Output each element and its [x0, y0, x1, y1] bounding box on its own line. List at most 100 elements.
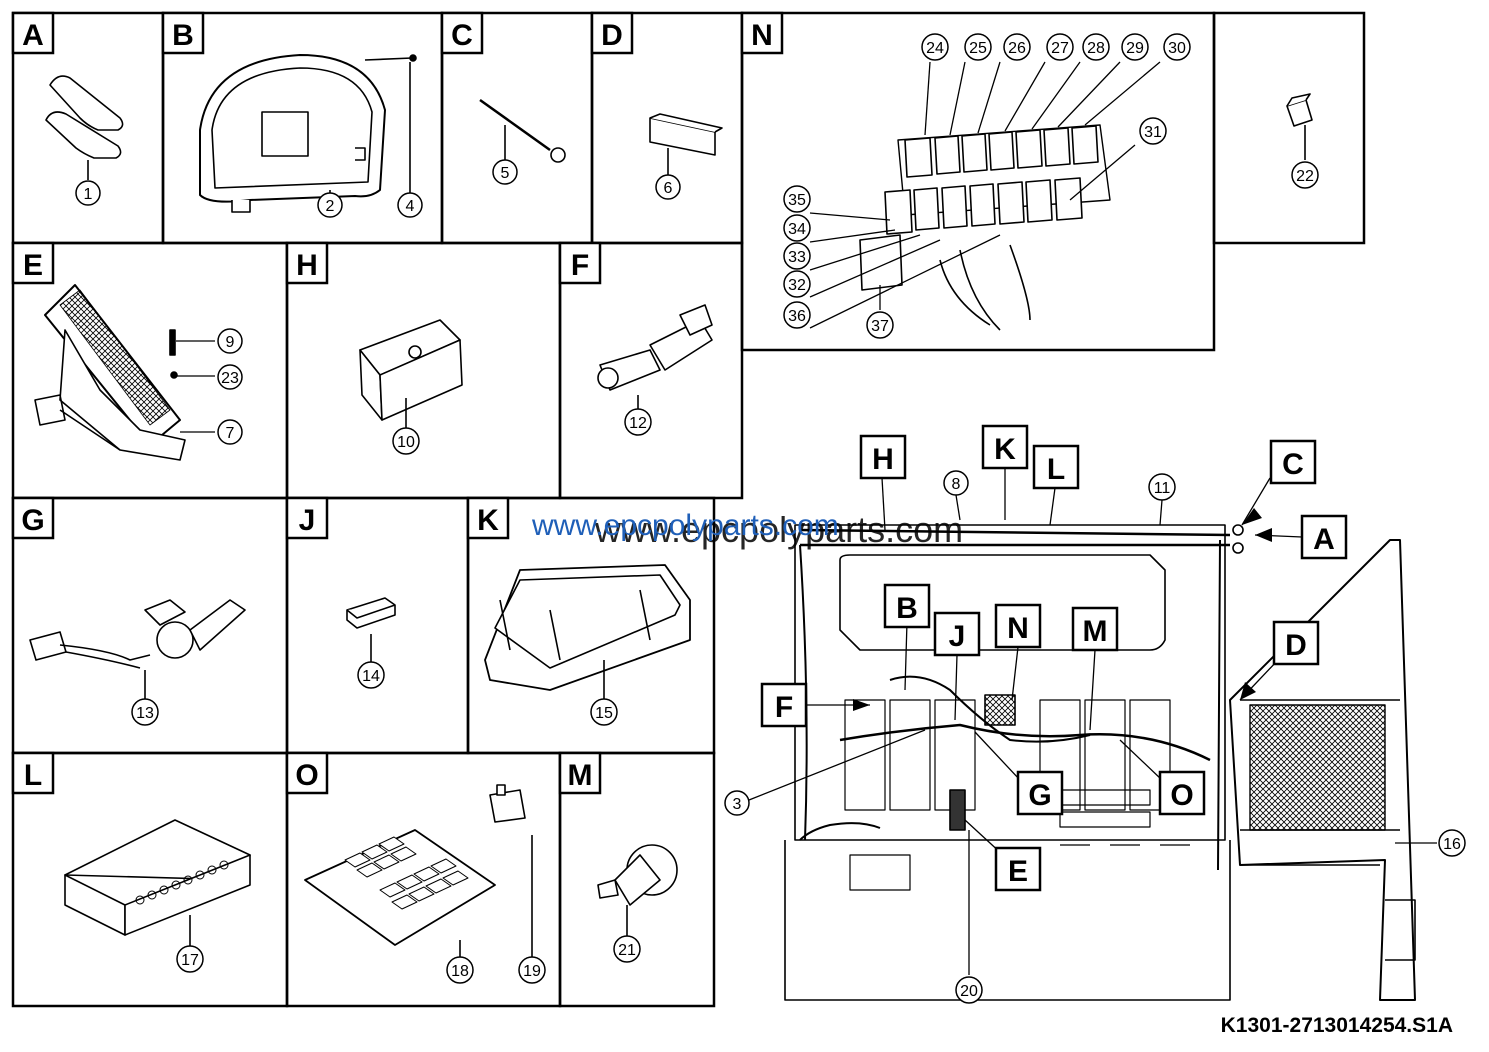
pressure-switch-drawing: [597, 844, 678, 936]
svg-text:12: 12: [629, 415, 647, 432]
callout-arrowheads: [853, 508, 1272, 711]
svg-text:35: 35: [788, 192, 806, 209]
cab-overview-drawing: [784, 524, 1416, 1001]
svg-text:31: 31: [1144, 124, 1162, 141]
callout-c: C: [1269, 439, 1317, 485]
switch-panel-drawing: [859, 124, 1111, 331]
svg-text:21: 21: [618, 942, 636, 959]
svg-text:D: D: [1285, 629, 1307, 662]
svg-text:C: C: [1282, 448, 1304, 481]
callout-m: M: [1071, 606, 1119, 652]
svg-text:N: N: [1007, 612, 1029, 645]
part-number-5: 5: [492, 159, 518, 185]
svg-text:www.epcpolyparts.com: www.epcpolyparts.com: [594, 509, 963, 550]
svg-text:O: O: [295, 759, 318, 792]
part-number-29: 29: [1121, 33, 1149, 61]
svg-text:L: L: [24, 759, 42, 792]
svg-text:2: 2: [326, 198, 335, 215]
svg-text:30: 30: [1168, 40, 1186, 57]
overview-callouts: H K L C A D B J N M F G O E: [760, 424, 1348, 892]
small-cube-drawing: [1286, 93, 1313, 160]
part-number-31: 31: [1139, 117, 1167, 145]
part-number-1: 1: [75, 180, 101, 206]
svg-text:18: 18: [451, 963, 469, 980]
svg-text:C: C: [451, 19, 473, 52]
svg-text:M: M: [568, 759, 593, 792]
panel-labels: A B C D N E H F G J K L O M: [11, 11, 784, 795]
part-number-34: 34: [783, 214, 811, 242]
callout-d: D: [1272, 620, 1320, 666]
panel-label-f: F: [558, 241, 602, 285]
lamp-drawing: [359, 319, 463, 428]
panel-label-j: J: [285, 496, 329, 540]
fuse-relay-box-drawing: [304, 784, 533, 958]
panel-label-d: D: [590, 11, 634, 55]
callout-leaders: [176, 61, 1437, 975]
svg-text:1: 1: [84, 186, 93, 203]
knob-covers-drawing: [45, 75, 124, 180]
part-number-30: 30: [1163, 33, 1191, 61]
svg-text:36: 36: [788, 308, 806, 325]
part-number-35: 35: [783, 185, 811, 213]
overhead-console-drawing: [484, 564, 691, 700]
part-number-28: 28: [1082, 33, 1110, 61]
svg-text:O: O: [1170, 779, 1193, 812]
svg-text:29: 29: [1126, 40, 1144, 57]
part-number-8: 8: [943, 470, 969, 496]
panel-label-o: O: [285, 751, 329, 795]
part-number-37: 37: [866, 311, 894, 339]
svg-text:10: 10: [397, 434, 415, 451]
svg-text:27: 27: [1051, 40, 1069, 57]
callout-g: G: [1016, 770, 1064, 816]
callout-a: A: [1300, 514, 1348, 560]
part-number-24: 24: [921, 33, 949, 61]
svg-text:19: 19: [523, 963, 541, 980]
part-number-2: 2: [317, 192, 343, 218]
watermark: www.epcpolyparts.com www.epcpolyparts.co…: [531, 509, 963, 550]
svg-text:M: M: [1083, 615, 1108, 648]
svg-text:F: F: [571, 249, 589, 282]
svg-text:24: 24: [926, 40, 944, 57]
panel-label-c: C: [440, 11, 484, 55]
part-number-18: 18: [446, 956, 474, 984]
part-number-19: 19: [518, 956, 546, 984]
block-drawing: [649, 113, 723, 175]
callout-e: E: [994, 846, 1042, 892]
callout-l: L: [1032, 444, 1080, 490]
combination-switch-drawing: [597, 304, 713, 410]
svg-text:6: 6: [664, 180, 673, 197]
callout-h: H: [859, 434, 907, 480]
panel-label-n: N: [740, 11, 784, 55]
part-number-25: 25: [964, 33, 992, 61]
ignition-switch-drawing: [29, 599, 246, 700]
svg-text:8: 8: [952, 476, 961, 493]
svg-text:G: G: [1028, 779, 1051, 812]
svg-text:9: 9: [226, 334, 235, 351]
svg-text:L: L: [1047, 453, 1065, 486]
svg-text:33: 33: [788, 249, 806, 266]
instrument-cluster-drawing: [199, 54, 417, 213]
svg-text:34: 34: [788, 221, 806, 238]
part-number-3: 3: [724, 790, 750, 816]
part-number-16: 16: [1438, 829, 1466, 857]
panel-label-b: B: [161, 11, 205, 55]
callout-j: J: [933, 611, 981, 657]
radio-unit-drawing: [64, 819, 251, 946]
part-number-20: 20: [955, 976, 983, 1004]
panel-label-h: H: [285, 241, 329, 285]
panel-grid: [11, 11, 1366, 1008]
part-number-27: 27: [1046, 33, 1074, 61]
svg-text:E: E: [1008, 855, 1028, 888]
svg-text:16: 16: [1443, 836, 1461, 853]
svg-text:22: 22: [1296, 168, 1314, 185]
part-numbers: 1 2 4 5 6 22 24 25 26 27 28 29 30 31 35 …: [75, 33, 1466, 1004]
part-number-7: 7: [217, 419, 243, 445]
svg-text:32: 32: [788, 277, 806, 294]
panel-label-e: E: [11, 241, 55, 285]
svg-text:J: J: [949, 620, 966, 653]
part-number-4: 4: [397, 192, 423, 218]
panel-label-l: L: [11, 751, 55, 795]
callout-n: N: [994, 603, 1042, 649]
part-number-12: 12: [624, 408, 652, 436]
svg-text:B: B: [896, 592, 918, 625]
